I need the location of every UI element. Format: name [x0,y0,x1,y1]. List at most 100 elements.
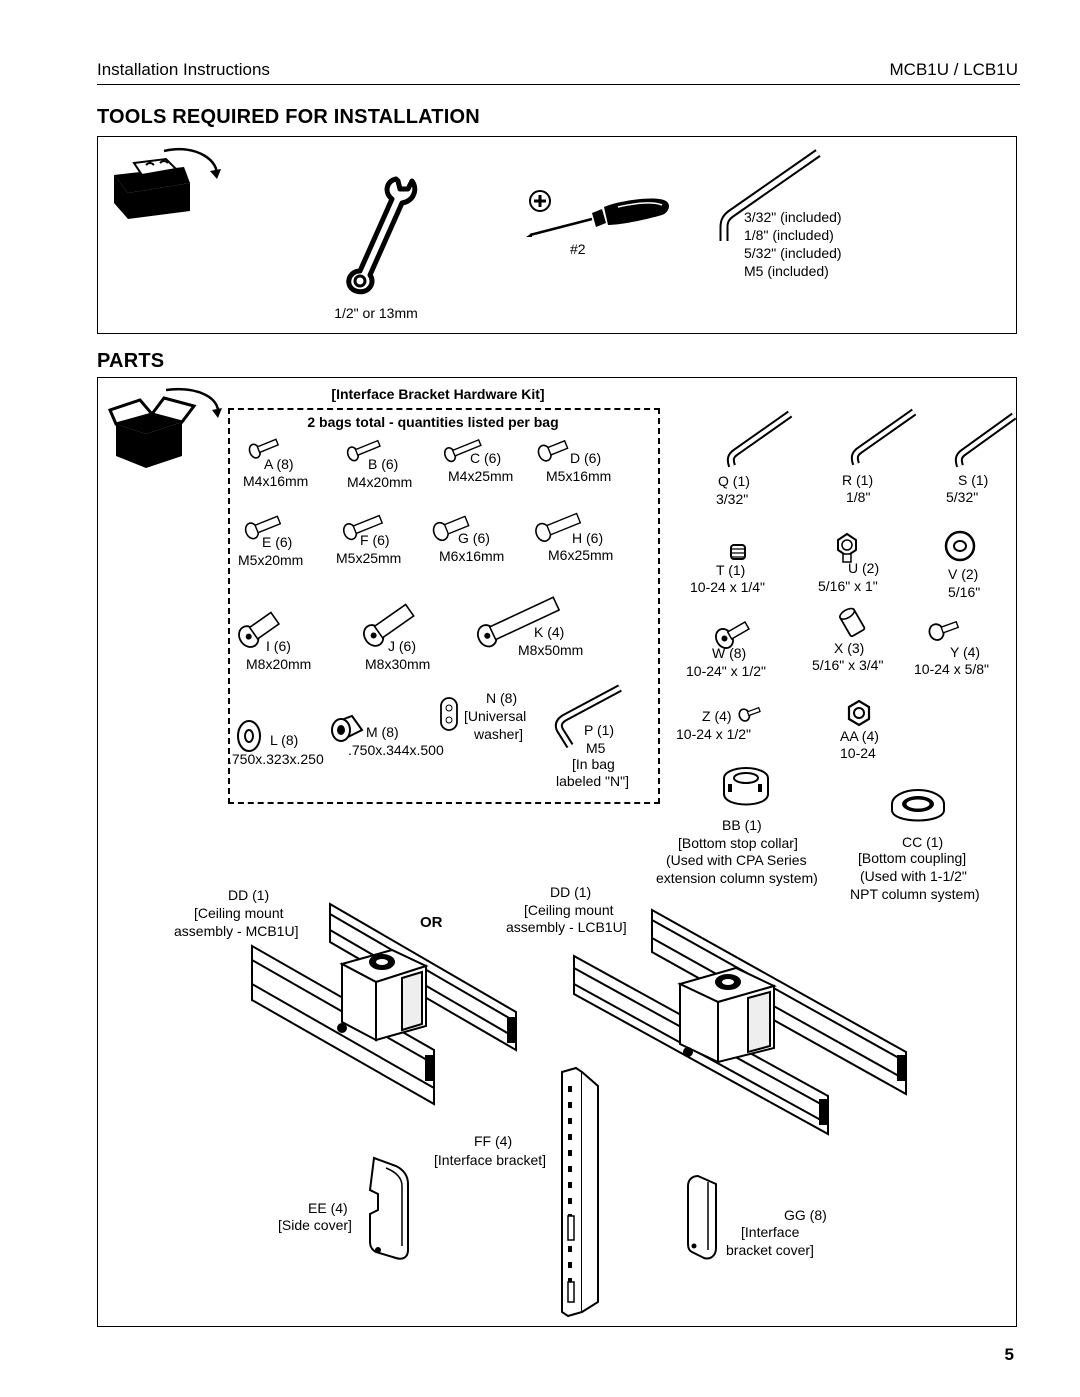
part-j-name: J (6) [388,638,416,654]
part-gg-desc2: bracket cover] [726,1242,814,1258]
part-cc-name: CC (1) [902,834,944,850]
bolt-x-icon [839,607,866,638]
ceiling-mount-mcb1u-illustration [251,902,517,1106]
part-k-name: K (4) [534,624,565,640]
screw-b-icon [346,439,381,462]
ceiling-mount-lcb1u-illustration [573,908,907,1136]
part-y-name: Y (4) [950,644,981,660]
screw-w-icon [715,621,751,649]
part-c-size: M4x25mm [448,468,514,484]
part-ff-desc1: [Interface bracket] [434,1152,547,1168]
part-u-size: 5/16" x 1" [818,578,878,594]
part-l-size: .750x.323x.250 [228,751,324,767]
part-l-name: L (8) [270,732,299,748]
part-bb-desc2: (Used with CPA Series [666,852,807,868]
part-v-size: 5/16" [948,584,981,600]
coupling-cc-icon [891,789,945,822]
part-q-size: 3/32" [716,491,749,507]
part-x-name: X (3) [834,640,865,656]
set-screw-t-icon [730,544,746,560]
part-c-name: C (6) [470,450,502,466]
bolt-i-icon [238,611,281,648]
part-aa-size: 10-24 [840,745,876,761]
part-u-name: U (2) [848,560,880,576]
part-bb-desc3: extension column system) [656,870,818,886]
screw-z-icon [738,706,761,722]
part-e-name: E (6) [262,534,293,550]
part-dd1-name: DD (1) [228,887,270,903]
allen-size-4: M5 (included) [744,263,829,279]
part-w-size: 10-24" x 1/2" [686,663,766,679]
bolt-j-icon [363,603,415,647]
hex-bolt-u-icon [837,532,857,563]
allen-key-icon [719,149,821,241]
part-d-name: D (6) [570,450,602,466]
wrench-icon [346,176,418,295]
allen-key-p-icon [554,684,622,749]
page-number: 5 [1004,1345,1014,1364]
tools-heading: TOOLS REQUIRED FOR INSTALLATION [97,106,480,128]
part-h-size: M6x25mm [548,547,614,563]
part-r-size: 1/8" [846,489,871,505]
part-b-size: M4x20mm [347,474,413,490]
part-ee-desc1: [Side cover] [278,1217,352,1233]
part-ee-name: EE (4) [308,1200,348,1216]
part-h-name: H (6) [572,530,604,546]
part-y-size: 10-24 x 5/8" [914,661,990,677]
stop-collar-bb-icon [723,767,769,806]
part-q-name: Q (1) [718,473,750,489]
allen-size-1: 3/32" (included) [744,209,842,225]
part-i-size: M8x20mm [246,656,312,672]
part-a-size: M4x16mm [243,473,309,489]
part-p-desc1: M5 [586,740,606,756]
part-k-size: M8x50mm [518,642,584,658]
part-aa-name: AA (4) [840,728,879,744]
part-w-name: W (8) [712,645,747,661]
part-dd1-desc2: assembly - MCB1U] [174,923,299,939]
kit-subtitle: 2 bags total - quantities listed per bag [303,414,563,431]
spacer-m-icon [331,714,364,742]
or-label: OR [420,914,443,931]
part-bb-name: BB (1) [722,817,762,833]
header-rule [97,84,1020,85]
bolt-k-icon [476,596,561,648]
part-n-name: N (8) [486,690,518,706]
part-z-name: Z (4) [702,708,732,724]
allen-key-q-icon [726,410,793,468]
part-bb-desc1: [Bottom stop collar] [678,835,798,851]
part-v-name: V (2) [948,566,979,582]
part-cc-desc2: (Used with 1-1/2" [860,868,967,884]
interface-bracket-ff-icon [561,1066,599,1318]
part-cc-desc1: [Bottom coupling] [858,850,967,866]
part-gg-name: GG (8) [784,1207,827,1223]
screw-h-icon [535,512,582,542]
screw-g-icon [432,515,470,542]
allen-size-3: 5/32" (included) [744,245,842,261]
part-x-size: 5/16" x 3/4" [812,657,884,673]
part-a-name: A (8) [264,456,294,472]
allen-key-r-icon [850,408,917,466]
screw-f-icon [342,514,384,541]
parts-heading: PARTS [97,350,165,372]
part-g-name: G (6) [458,530,490,546]
screw-e-icon [244,515,282,540]
header-title: Installation Instructions [97,60,270,79]
screw-a-icon [248,438,280,459]
universal-washer-n-icon [440,697,458,731]
part-f-name: F (6) [360,532,390,548]
part-dd1-desc1: [Ceiling mount [194,905,284,921]
screwdriver-icon [526,190,669,237]
part-cc-desc3: NPT column system) [850,886,980,902]
header-model: MCB1U / LCB1U [889,60,1018,79]
bracket-cover-gg-icon [687,1174,717,1260]
part-f-size: M5x25mm [336,550,402,566]
screw-y-icon [928,620,960,641]
part-p-name: P (1) [584,722,615,738]
tools-box: 1/2" or 13mm #2 3/32" (included) 1/8" (i… [97,136,1017,334]
part-j-size: M8x30mm [365,656,431,672]
wrench-label: 1/2" or 13mm [334,305,418,321]
parts-box: [Interface Bracket Hardware Kit] 2 bags … [97,377,1017,1327]
part-dd2-name: DD (1) [550,884,592,900]
screw-d-icon [537,439,569,462]
allen-key-s-icon [954,412,1017,468]
